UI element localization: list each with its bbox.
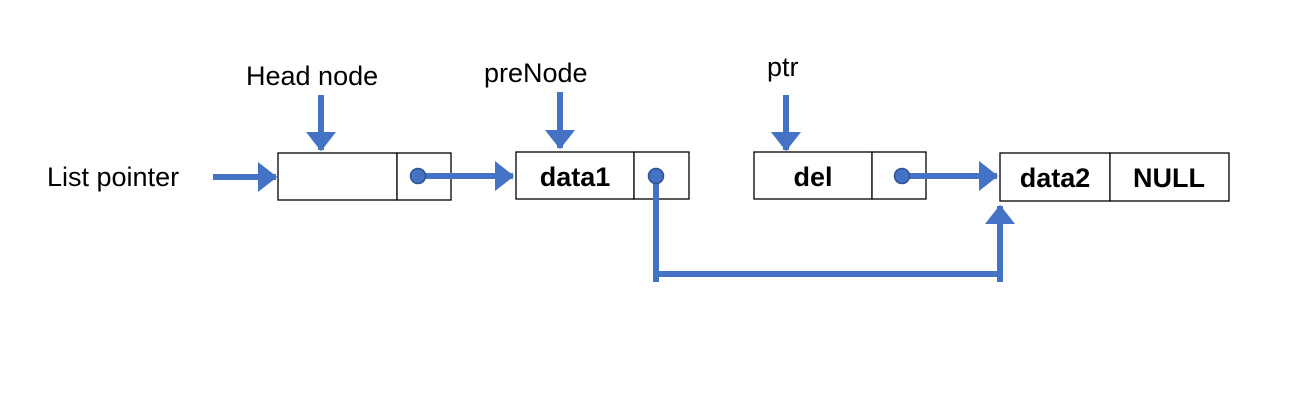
head-node-data-cell (277, 152, 398, 201)
node-data2-data-cell (999, 152, 1111, 202)
node-data1-data-text: data1 (540, 162, 611, 192)
node-del-data-cell (753, 151, 873, 200)
ptr-label: ptr (767, 52, 799, 82)
node-data1-pointer-dot (647, 167, 665, 185)
node-data2: data2 NULL (999, 152, 1230, 202)
node-data1-data-cell (515, 151, 635, 200)
head-node-pointer-dot (409, 167, 427, 185)
head-node-label: Head node (246, 61, 378, 91)
node-del-pointer-dot (893, 167, 911, 185)
list-pointer-label: List pointer (47, 162, 179, 192)
pre-node-label: preNode (484, 58, 588, 88)
node-data2-data-text: data2 (1020, 163, 1091, 193)
node-del-data-text: del (793, 162, 832, 192)
node-data2-next-text: NULL (1133, 163, 1205, 193)
node-data1: data1 (515, 151, 690, 200)
node-data2-next-cell (1109, 152, 1230, 202)
